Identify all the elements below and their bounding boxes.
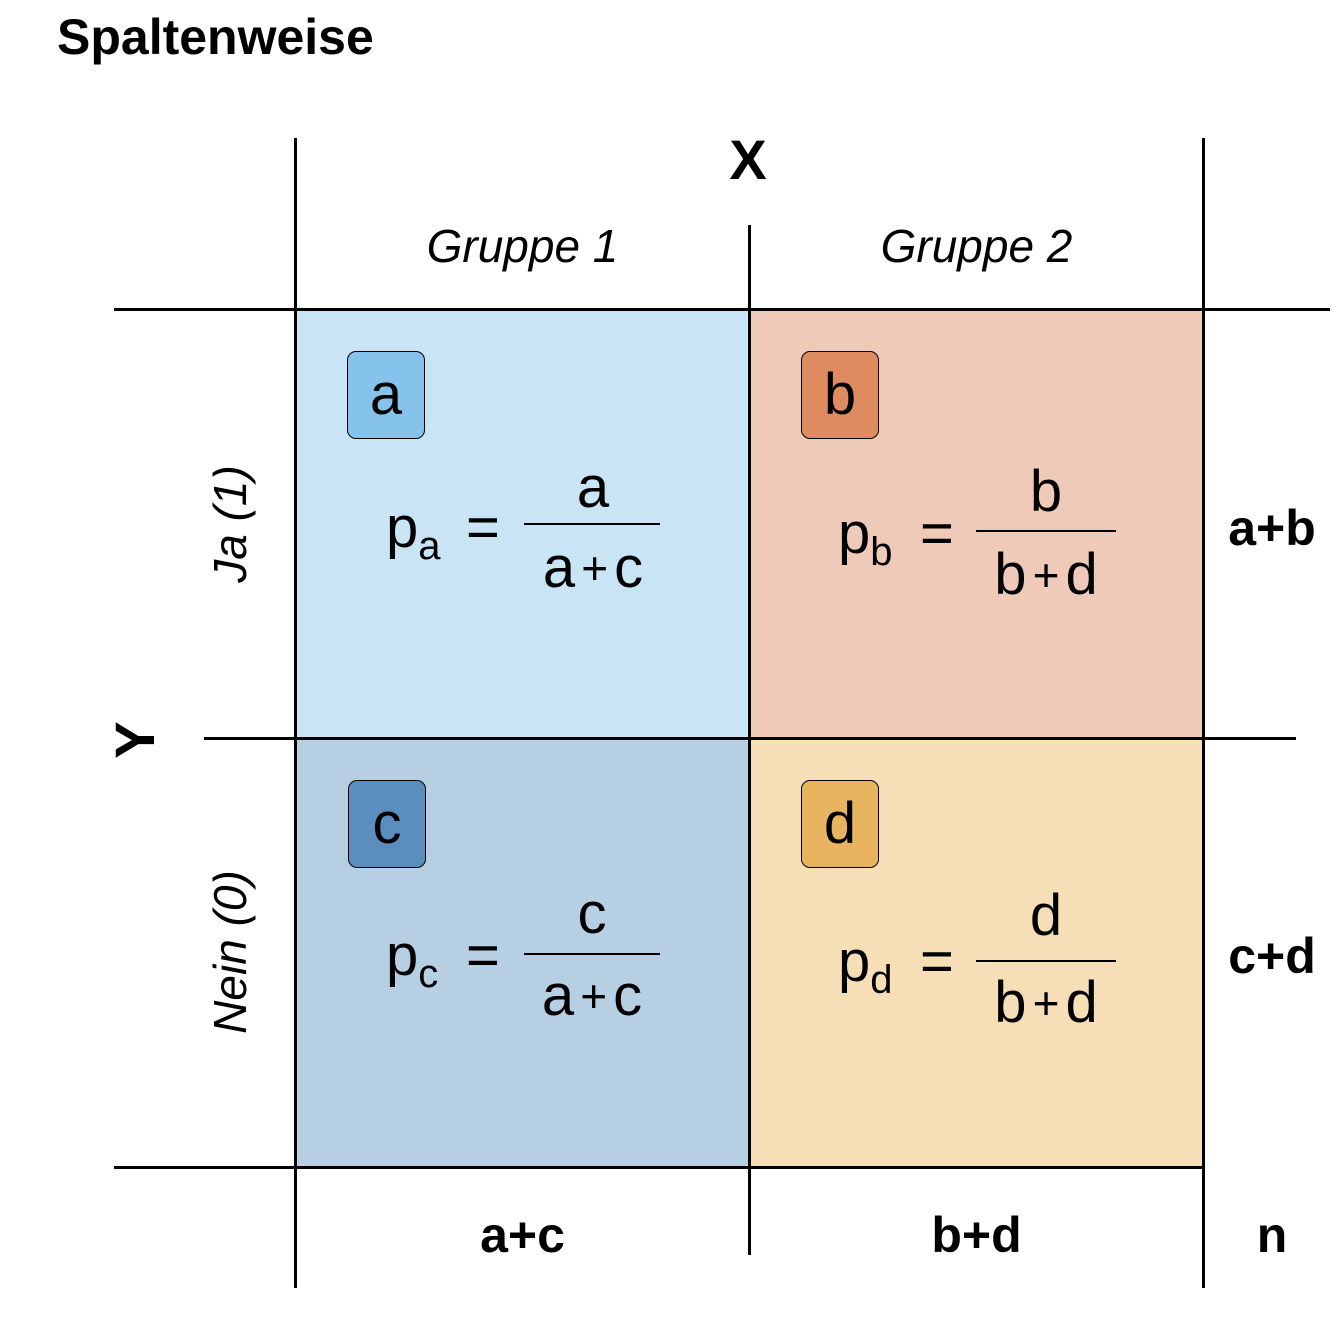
grid-line-horizontal-bottom (114, 1166, 1204, 1169)
formula-p-subscript: c (418, 952, 439, 996)
formula-numerator: d (1029, 883, 1063, 948)
formula-numerator: b (1029, 459, 1063, 524)
formula-p-d: pd (838, 932, 893, 1010)
formula-equals: = (466, 923, 500, 988)
formula-equals: = (920, 929, 954, 994)
formula-p-subscript: b (870, 530, 893, 574)
row-header-nein: Nein (0) (204, 870, 256, 1034)
column-total-gruppe-1: a+c (480, 1207, 565, 1263)
row-header-ja: Ja (1) (204, 465, 256, 583)
grid-line-horizontal-top (114, 308, 1330, 311)
formula-p-symbol: p (838, 929, 871, 994)
formula-denominator: b+d (994, 970, 1098, 1035)
grid-line-vertical-right (1202, 138, 1205, 1288)
cell-badge-c: c (348, 780, 426, 868)
formula-p-subscript: d (870, 958, 893, 1002)
fraction-bar (976, 530, 1116, 532)
x-axis-label: X (729, 128, 767, 191)
formula-numerator: a (576, 455, 610, 520)
diagram-title: Spaltenweise (57, 9, 374, 65)
formula-p-symbol: p (386, 923, 419, 988)
cell-badge-d: d (801, 780, 879, 868)
formula-denominator: a+c (541, 963, 643, 1028)
formula-numerator: c (577, 881, 607, 946)
column-header-gruppe-2: Gruppe 2 (880, 220, 1073, 272)
cell-b: b pb = b b+d (750, 310, 1204, 738)
column-total-gruppe-2: b+d (931, 1207, 1022, 1263)
cell-badge-a: a (347, 351, 425, 439)
formula-p-b: pb (838, 504, 893, 582)
formula-denominator: a+c (542, 535, 644, 600)
formula-equals: = (920, 501, 954, 566)
formula-p-a: pa (386, 498, 441, 576)
cell-a: a pa = a a+c (296, 310, 750, 738)
y-axis-label: Y (103, 721, 166, 759)
fraction-bar (524, 953, 660, 955)
formula-p-symbol: p (386, 495, 419, 560)
formula-p-subscript: a (418, 524, 441, 568)
grand-total: n (1256, 1207, 1288, 1263)
grid-line-vertical-middle (748, 225, 751, 1255)
fraction-bar (524, 523, 660, 525)
row-total-nein: c+d (1228, 928, 1316, 984)
grid-line-horizontal-middle (204, 737, 1296, 740)
column-header-gruppe-1: Gruppe 1 (426, 220, 619, 272)
cell-badge-b: b (801, 351, 879, 439)
formula-p-symbol: p (838, 501, 871, 566)
row-total-ja: a+b (1228, 500, 1316, 556)
cell-c: c pc = c a+c (296, 738, 750, 1166)
formula-denominator: b+d (994, 542, 1098, 607)
fraction-bar (976, 960, 1116, 962)
formula-equals: = (466, 495, 500, 560)
formula-p-c: pc (386, 926, 438, 1004)
grid-line-vertical-left (294, 138, 297, 1288)
cell-d: d pd = d b+d (750, 738, 1204, 1166)
